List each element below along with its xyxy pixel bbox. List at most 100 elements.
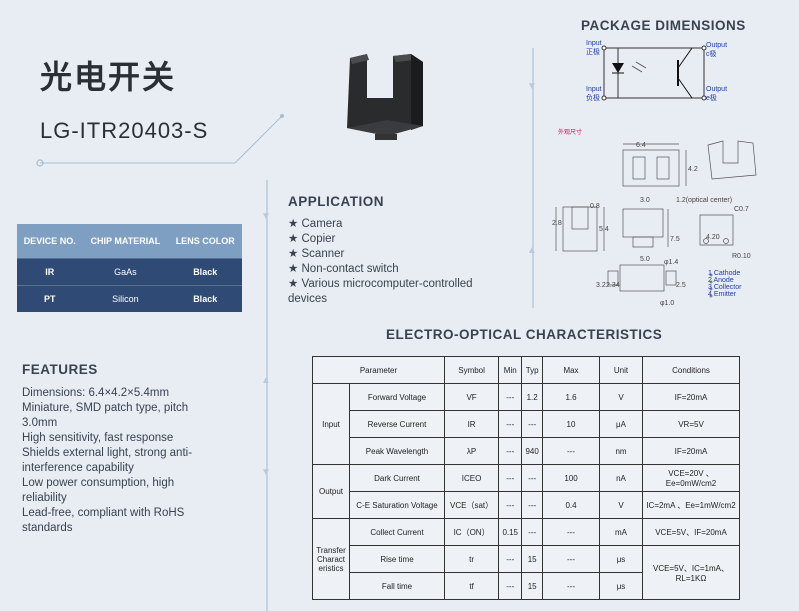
table-cell: Silicon: [82, 285, 169, 312]
table-cell: 15: [521, 572, 543, 600]
table-cell: ---: [542, 545, 600, 573]
table-cell: Reverse Current: [349, 410, 445, 438]
eo-header-conditions: Conditions: [642, 356, 740, 384]
eo-header-typ: Typ: [521, 356, 543, 384]
table-cell: nA: [599, 464, 643, 492]
feature-item: Low power consumption, high reliability: [22, 477, 175, 504]
dim-label: 5.0: [640, 256, 650, 263]
eo-header-max: Max: [542, 356, 600, 384]
divider-left: [266, 180, 268, 611]
table-cell: ---: [542, 437, 600, 465]
eo-header-min: Min: [498, 356, 523, 384]
table-cell: IF=20mA: [642, 437, 740, 465]
eo-header-parameter: Parameter: [312, 356, 445, 384]
application-item: ★ Various microcomputer-controlled devic…: [288, 278, 473, 305]
dim-label: 0.8: [590, 203, 600, 210]
table-cell: λP: [443, 437, 500, 465]
table-cell: IC=2mA 、Ee=1mW/cm2: [642, 491, 740, 519]
eo-group-input: Input: [312, 383, 350, 465]
table-cell: ---: [498, 491, 523, 519]
features-list: Dimensions: 6.4×4.2×5.4mm Miniature, SMD…: [22, 386, 212, 536]
product-photo: [347, 54, 423, 140]
table-cell: ---: [542, 518, 600, 546]
table-cell: 10: [542, 410, 600, 438]
table-cell: ---: [498, 464, 523, 492]
table-cell: C-E Saturation Voltage: [349, 491, 445, 519]
table-row: C-E Saturation Voltage VCE（sat） --- --- …: [313, 491, 740, 519]
table-cell: mA: [599, 518, 643, 546]
dim-label: R0.10: [732, 253, 751, 260]
table-cell: ---: [521, 491, 543, 519]
table-cell: ---: [521, 518, 543, 546]
table-cell: VR=5V: [642, 410, 740, 438]
application-list: ★ Camera ★ Copier ★ Scanner ★ Non-contac…: [288, 217, 503, 307]
table-cell: Dark Current: [349, 464, 445, 492]
package-title: PACKAGE DIMENSIONS: [581, 18, 746, 33]
application-item: ★ Scanner: [288, 248, 345, 260]
table-row: Peak Wavelength λP --- 940 --- nm IF=20m…: [313, 437, 740, 465]
feature-item: Lead-free, compliant with RoHS standards: [22, 507, 185, 534]
application-item: ★ Copier: [288, 233, 336, 245]
chip-header-lens: LENS COLOR: [168, 224, 242, 259]
table-cell: VF: [443, 383, 500, 411]
table-cell: V: [599, 383, 643, 411]
eo-group-output: Output: [312, 464, 350, 519]
feature-item: Shields external light, strong anti-inte…: [22, 447, 193, 474]
table-cell: 1.2: [521, 383, 543, 411]
table-cell: VCE=5V、IC=1mA、RL=1KΩ: [642, 545, 740, 600]
dim-label: 4.2: [688, 166, 698, 173]
table-cell: ---: [498, 410, 523, 438]
application-title: APPLICATION: [288, 194, 384, 209]
table-cell: IF=20mA: [642, 383, 740, 411]
table-cell: VCE（sat）: [443, 491, 500, 519]
table-cell: ---: [521, 464, 543, 492]
eo-title: ELECTRO-OPTICAL CHARACTERISTICS: [386, 327, 663, 342]
table-cell: ---: [521, 410, 543, 438]
drawing-label: 外观尺寸: [558, 130, 583, 136]
table-cell: Peak Wavelength: [349, 437, 445, 465]
table-cell: V: [599, 491, 643, 519]
table-cell: Forward Voltage: [349, 383, 445, 411]
table-row: Reverse Current IR --- --- 10 μA VR=5V: [313, 410, 740, 438]
table-cell: Rise time: [349, 545, 445, 573]
dimension-drawing: [555, 140, 757, 298]
chevron-ornament: ▼: [261, 467, 271, 478]
chip-material-table: DEVICE NO. CHIP MATERIAL LENS COLOR IR G…: [17, 224, 242, 312]
table-cell: Fall time: [349, 572, 445, 600]
decor-line: [36, 114, 284, 167]
feature-item: Dimensions: 6.4×4.2×5.4mm: [22, 387, 170, 399]
divider-right: [532, 48, 534, 308]
table-row: Rise time tr --- 15 --- μs VCE=5V、IC=1mA…: [313, 545, 740, 600]
dim-label: φ1.0: [660, 300, 675, 307]
product-title-cn: 光电开关: [40, 58, 177, 96]
features-title: FEATURES: [22, 362, 98, 377]
chevron-ornament: ▲: [261, 375, 271, 386]
table-cell: 0.15: [498, 518, 523, 546]
chip-header-device: DEVICE NO.: [17, 224, 83, 259]
table-cell: ---: [498, 572, 523, 600]
table-cell: VCE=5V、IF=20mA: [642, 518, 740, 546]
table-cell: nm: [599, 437, 643, 465]
dim-label: 4.20: [706, 234, 720, 241]
dim-label: 5.4: [599, 226, 609, 233]
table-cell: 940: [521, 437, 543, 465]
table-cell: μA: [599, 410, 643, 438]
circuit-diagram: [601, 45, 707, 101]
table-cell: GaAs: [82, 258, 169, 286]
table-cell: Black: [168, 285, 242, 312]
application-item: ★ Camera: [288, 218, 343, 230]
dim-label: 3.2: [596, 282, 606, 289]
chip-header-material: CHIP MATERIAL: [82, 224, 169, 259]
table-cell: μs: [599, 545, 643, 573]
table-cell: 100: [542, 464, 600, 492]
dim-label: 2.5: [676, 282, 686, 289]
table-row: Fall time tf --- 15 --- μs: [313, 572, 740, 600]
table-row: Input Forward Voltage VF --- 1.2 1.6 V I…: [312, 383, 740, 465]
dim-label: C0.7: [734, 206, 749, 213]
feature-item: Miniature, SMD patch type, pitch 3.0mm: [22, 402, 189, 429]
table-cell: IR: [443, 410, 500, 438]
table-cell: ---: [498, 437, 523, 465]
